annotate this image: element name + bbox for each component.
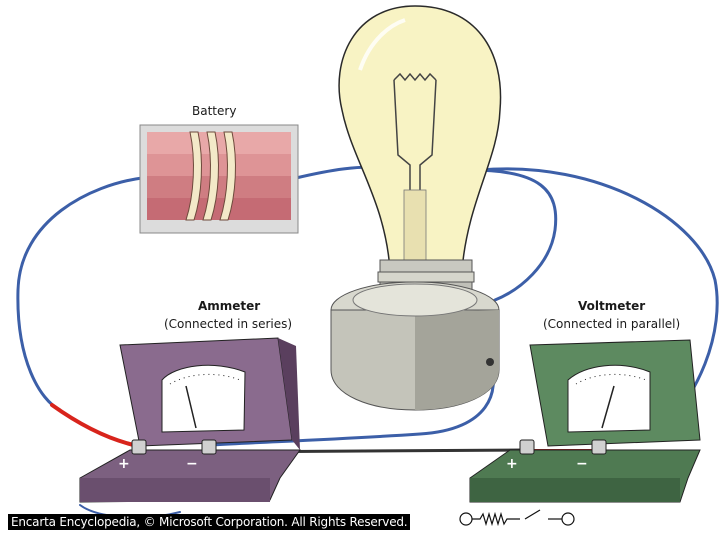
ammeter-note: (Connected in series) xyxy=(164,317,293,331)
ammeter-minus-sign: − xyxy=(186,456,198,472)
battery-stripes xyxy=(185,131,236,221)
voltmeter-plus-sign: + xyxy=(506,456,518,472)
ammeter-label: Ammeter xyxy=(198,299,261,313)
wire-bulb-loop xyxy=(468,168,558,302)
wire-red-segment xyxy=(50,403,140,448)
ammeter-dial xyxy=(161,364,246,433)
voltmeter-minus-sign: − xyxy=(576,456,588,472)
wire-battery-to-ammeter xyxy=(16,176,144,412)
ammeter-terminals xyxy=(131,439,217,455)
bulb-socket xyxy=(330,281,500,411)
battery-symbol-icon xyxy=(459,509,575,527)
voltmeter-terminals xyxy=(519,439,607,455)
ammeter-plus-sign: + xyxy=(118,456,130,472)
voltmeter-note: (Connected in parallel) xyxy=(543,317,681,331)
copyright-notice: Encarta Encyclopedia, © Microsoft Corpor… xyxy=(8,514,411,530)
light-bulb xyxy=(338,5,502,301)
battery-label: Battery xyxy=(192,104,237,118)
ammeter xyxy=(79,337,301,503)
battery xyxy=(139,124,299,234)
voltmeter-label: Voltmeter xyxy=(578,299,646,313)
wire-base-to-ammeter xyxy=(210,363,495,447)
voltmeter-dial xyxy=(567,364,651,433)
voltmeter xyxy=(469,339,701,503)
